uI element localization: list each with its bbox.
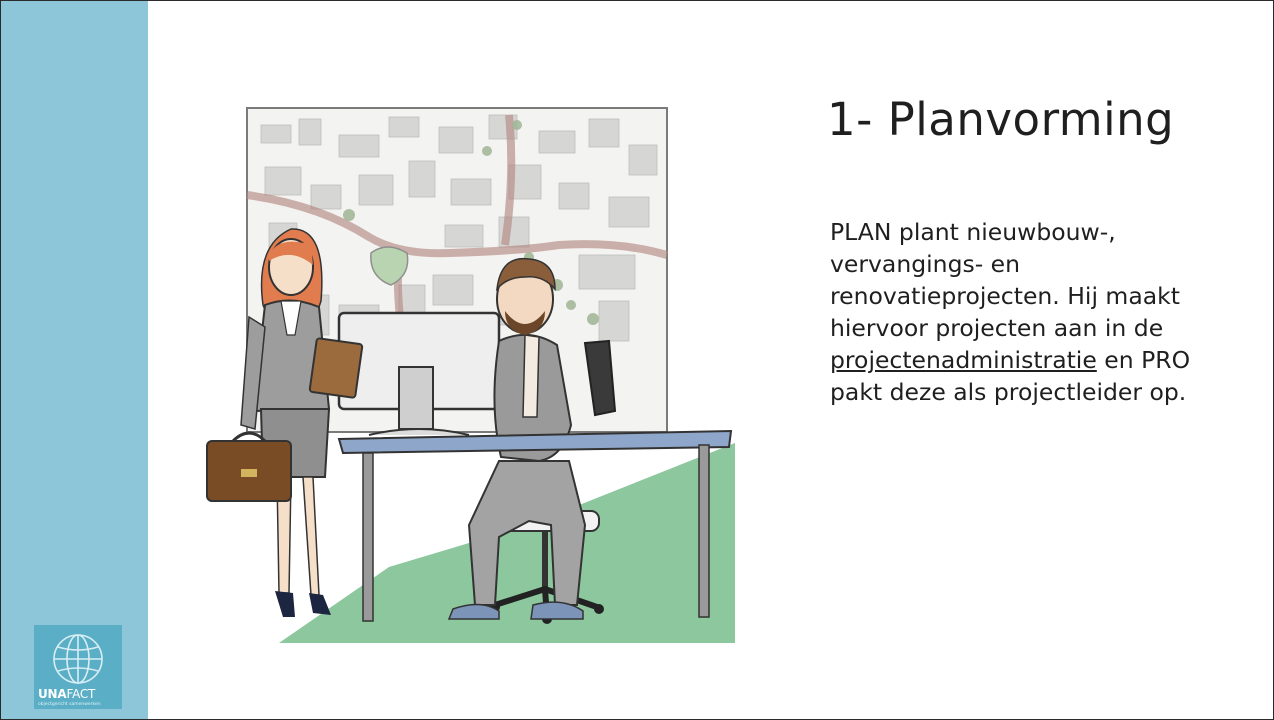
body-text-end: en PRO pakt deze als projectleider op. — [830, 346, 1191, 406]
body-text-start: PLAN plant nieuwbouw-, vervangings- en r… — [830, 218, 1180, 342]
office-illustration — [199, 105, 739, 650]
unafact-logo: UNAFACT objectgericht samenwerken — [34, 625, 122, 709]
floor-shape — [279, 443, 735, 643]
slide-body-text: PLAN plant nieuwbouw-, vervangings- en r… — [830, 216, 1220, 408]
logo-wordmark: UNAFACT — [38, 687, 96, 701]
slide-title: 1- Planvorming — [827, 93, 1175, 146]
side-band — [1, 1, 148, 719]
projectenadministratie-link[interactable]: projectenadministratie — [830, 346, 1097, 374]
logo-tagline: objectgericht samenwerken — [38, 702, 101, 707]
woman-figure — [206, 228, 364, 617]
globe-icon — [53, 634, 103, 684]
man-figure — [447, 257, 587, 620]
desk — [337, 429, 733, 622]
computer-monitor — [337, 311, 501, 436]
